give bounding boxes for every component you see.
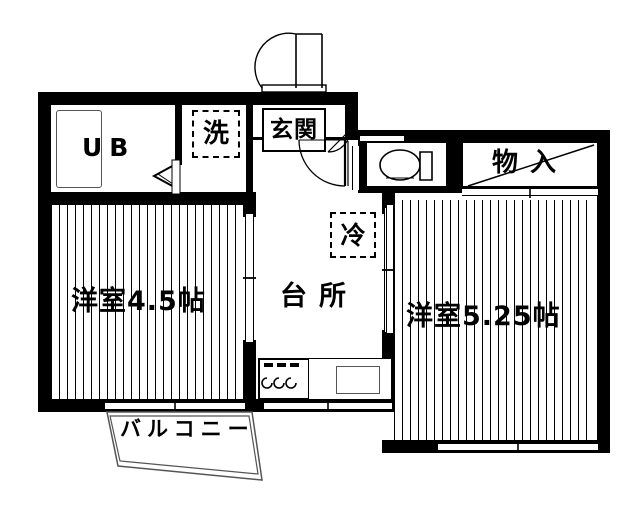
wall-right-outer [597, 130, 610, 453]
wall-toilet-right [446, 143, 455, 193]
left-room-sliding-door[interactable] [245, 214, 254, 342]
gas-stove-two-burner [259, 359, 309, 399]
wall-toilet-bottom [358, 185, 454, 193]
storage-closet-label: 物入 [492, 148, 569, 178]
right-room-top-window[interactable] [360, 135, 404, 142]
wall-laundry-bottom [182, 192, 253, 205]
refrigerator-label: 冷 [340, 220, 366, 250]
wall-top-right [358, 130, 610, 143]
kitchen-window[interactable] [264, 402, 392, 410]
wall-ub-right [175, 105, 182, 165]
left-room-balcony-window[interactable] [105, 402, 245, 410]
wall-genkan-right [345, 105, 358, 140]
bathtub [56, 110, 102, 188]
entrance-label: 玄関 [270, 116, 318, 143]
front-entrance-door[interactable] [254, 32, 327, 93]
wall-right-room-nub [382, 192, 395, 206]
balcony-label: バルコニー [120, 417, 255, 441]
left-room-label: 洋室4.5帖 [71, 286, 206, 317]
wall-laundry-right [246, 105, 253, 192]
wall-ub-bottom [38, 192, 182, 205]
washing-machine-space: 洗 [192, 110, 240, 158]
closet-sliding-door[interactable] [462, 188, 598, 196]
wall-top-left [38, 92, 358, 105]
right-room-label: 洋室5.25帖 [406, 301, 561, 332]
refrigerator-space: 冷 [330, 212, 376, 258]
toilet-room [367, 143, 446, 186]
right-room-flooring [394, 200, 594, 443]
right-room-window[interactable] [438, 443, 598, 451]
kitchen-label: 台所 [280, 281, 358, 312]
wall-kitchen-left-lower [243, 340, 256, 412]
entrance-genkan: 玄関 [262, 108, 326, 152]
right-room-side-window[interactable] [386, 205, 394, 333]
wall-kitchen-left [243, 192, 256, 217]
unit-bath-label: UB [82, 133, 136, 162]
kitchen-sink [336, 366, 380, 394]
left-room-flooring [51, 205, 243, 403]
wall-toilet-left [358, 140, 367, 192]
wall-left-outer [38, 92, 51, 412]
toilet-sliding-door[interactable] [352, 146, 360, 190]
washing-machine-label: 洗 [202, 119, 229, 149]
wall-closet-left [455, 143, 463, 193]
